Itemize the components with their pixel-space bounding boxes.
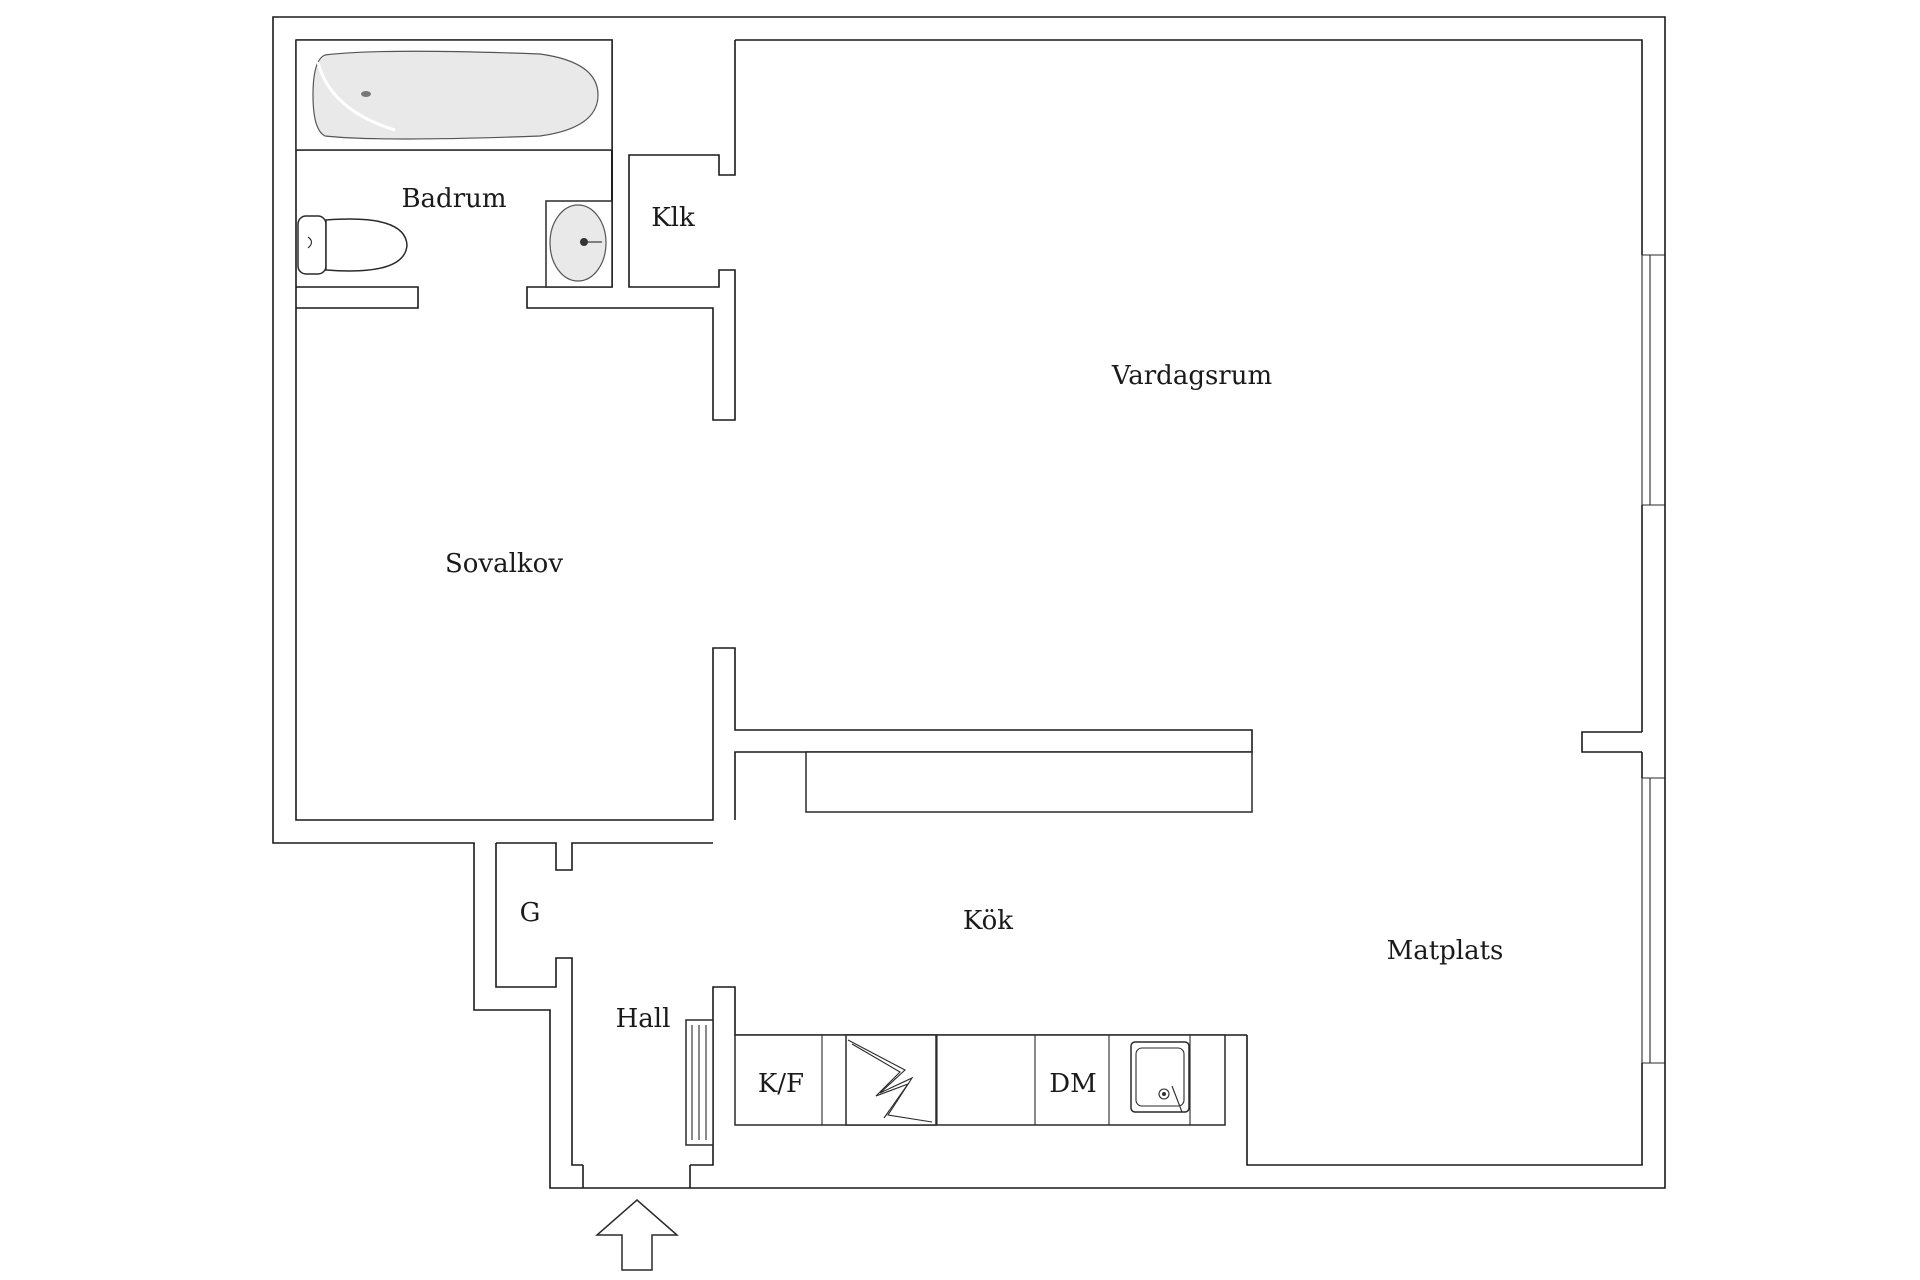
room-label-badrum: Badrum [401,184,506,214]
room-label-hall: Hall [616,1004,671,1034]
kitchen-island [805,751,1253,813]
entrance-arrow-icon [595,1199,679,1271]
toilet [297,215,408,275]
right-wall-stub [1581,731,1642,753]
sink [1130,1041,1190,1113]
window-lower [1246,752,1665,1166]
stove [845,1034,937,1126]
bathtub [295,39,613,151]
wash-basin [545,200,613,288]
closet-g-walls [495,842,1247,1188]
room-label-g: G [520,898,541,928]
window-upper [1641,254,1665,732]
room-label-sovalkov: Sovalkov [445,549,563,579]
room-label-vardagsrum: Vardagsrum [1111,361,1272,391]
room-label-kok: Kök [963,906,1013,936]
room-label-klk: Klk [651,203,695,233]
appliance-label-dm: DM [1049,1069,1096,1099]
radiator [685,1019,714,1146]
appliance-label-kf: K/F [758,1069,804,1099]
room-label-matplats: Matplats [1387,936,1504,966]
